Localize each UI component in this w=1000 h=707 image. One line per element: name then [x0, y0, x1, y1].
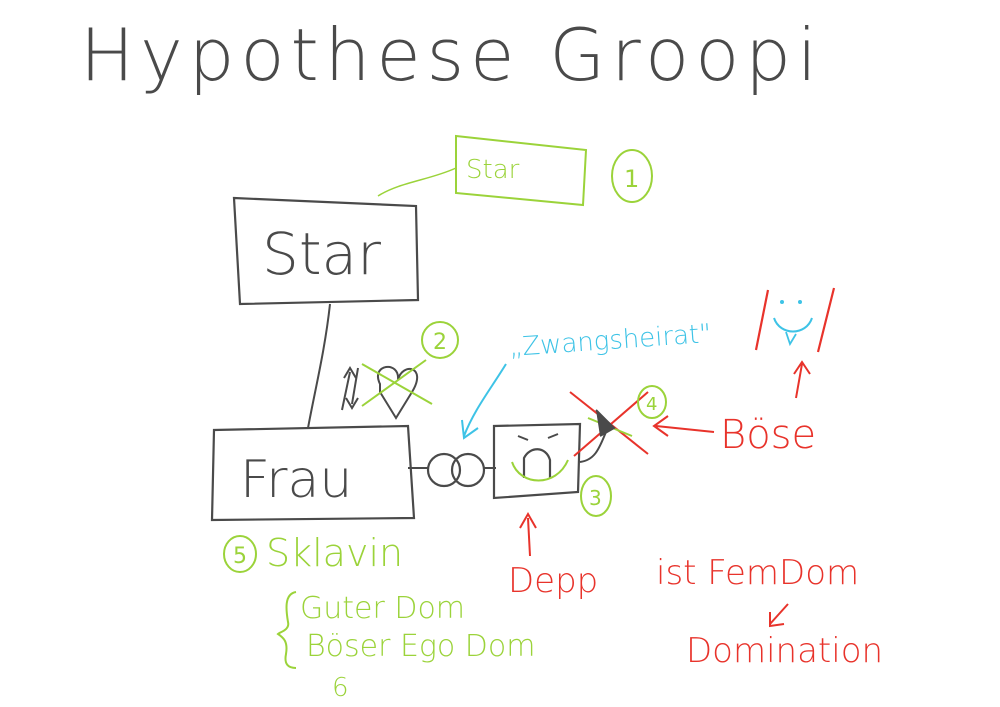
guter-dom-label: Guter Dom — [300, 591, 465, 626]
zwangsheirat-label: „Zwangsheirat" — [508, 319, 712, 363]
frau-box: Frau — [210, 424, 416, 522]
femdom-arrow — [769, 603, 789, 628]
number-2-label: 2 — [433, 330, 447, 355]
grinning-face-icon — [754, 287, 836, 353]
domination-label: Domination — [686, 631, 883, 671]
star-box-label: Star — [262, 220, 381, 288]
ist-femdom-label: ist FemDom — [656, 553, 859, 593]
title: Hypothese Groopi — [80, 13, 823, 97]
number-4-label: 4 — [646, 394, 657, 415]
boser-ego-dom-label: Böser Ego Dom — [306, 629, 535, 664]
bose-label: Böse — [720, 412, 816, 458]
bose-up-arrow — [793, 360, 811, 399]
sad-face-icon — [511, 433, 569, 482]
number-1-badge: 1 — [611, 149, 653, 203]
number-4-badge: 4 — [637, 385, 667, 419]
bose-arrow — [652, 415, 715, 437]
husband-box — [492, 422, 607, 500]
zwangsheirat-arrow — [461, 363, 507, 440]
star-note-label: Star — [466, 155, 520, 185]
list-brace — [276, 591, 297, 669]
number-6-label: 6 — [332, 673, 349, 703]
depp-arrow — [519, 511, 537, 557]
star-note: Star — [455, 134, 588, 207]
heart-icon — [361, 359, 433, 420]
rings-icon — [408, 452, 496, 488]
number-3-label: 3 — [589, 486, 602, 510]
frau-box-label: Frau — [240, 450, 352, 510]
star-box: Star — [232, 196, 420, 306]
depp-label: Depp — [508, 561, 598, 601]
up-down-arrows-icon — [341, 366, 359, 411]
number-2-badge: 2 — [421, 321, 459, 359]
number-5-badge: 5 — [223, 535, 257, 573]
star-frau-connector — [307, 303, 331, 429]
sklavin-label: Sklavin — [266, 531, 403, 575]
note-connector — [377, 167, 457, 197]
number-1-label: 1 — [624, 165, 639, 193]
number-3-badge: 3 — [580, 475, 612, 517]
crossed-link — [569, 391, 649, 457]
number-5-label: 5 — [233, 544, 247, 569]
